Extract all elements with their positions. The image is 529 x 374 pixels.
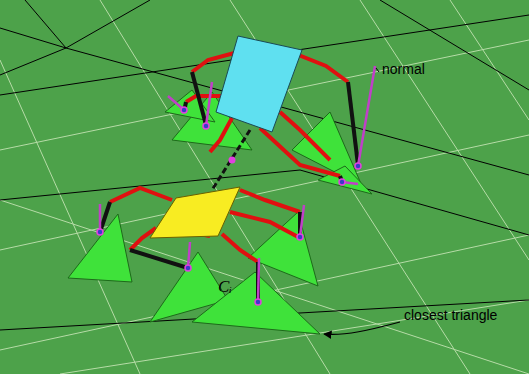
top-robot xyxy=(184,36,358,182)
normal-vectors xyxy=(100,66,375,302)
triangle-center-label: Cᵢ xyxy=(218,278,232,297)
normal-label: normal xyxy=(382,62,425,77)
foot-triangles xyxy=(68,90,372,334)
body-link xyxy=(212,130,250,190)
bottom-robot xyxy=(100,187,300,302)
link-joint xyxy=(229,157,236,164)
leader-arrow xyxy=(324,322,400,334)
leader-line xyxy=(376,68,379,72)
closest-triangle-label: closest triangle xyxy=(404,308,497,323)
contact-points xyxy=(97,107,361,305)
